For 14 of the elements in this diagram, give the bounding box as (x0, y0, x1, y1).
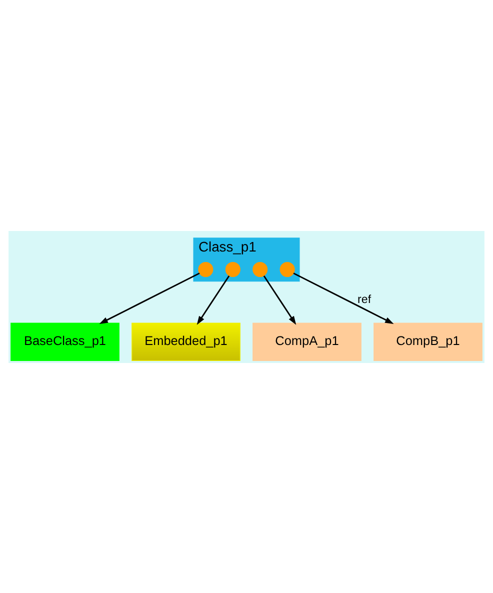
node-box: CompB_p1 (374, 322, 482, 360)
arrow (263, 275, 296, 324)
arrow (99, 272, 200, 324)
node-circle (252, 261, 268, 277)
node-box: BaseClass_p1 (10, 322, 120, 360)
edge-label: ref (358, 293, 372, 306)
node-box: CompA_p1 (252, 322, 362, 360)
node-circle (280, 261, 295, 277)
arrow (196, 275, 230, 324)
node-circle (198, 261, 214, 277)
node-box: Embedded_p1 (132, 322, 240, 360)
arrow (293, 272, 394, 324)
node-circle (225, 261, 240, 277)
cluster: Class_p1 (193, 237, 300, 282)
